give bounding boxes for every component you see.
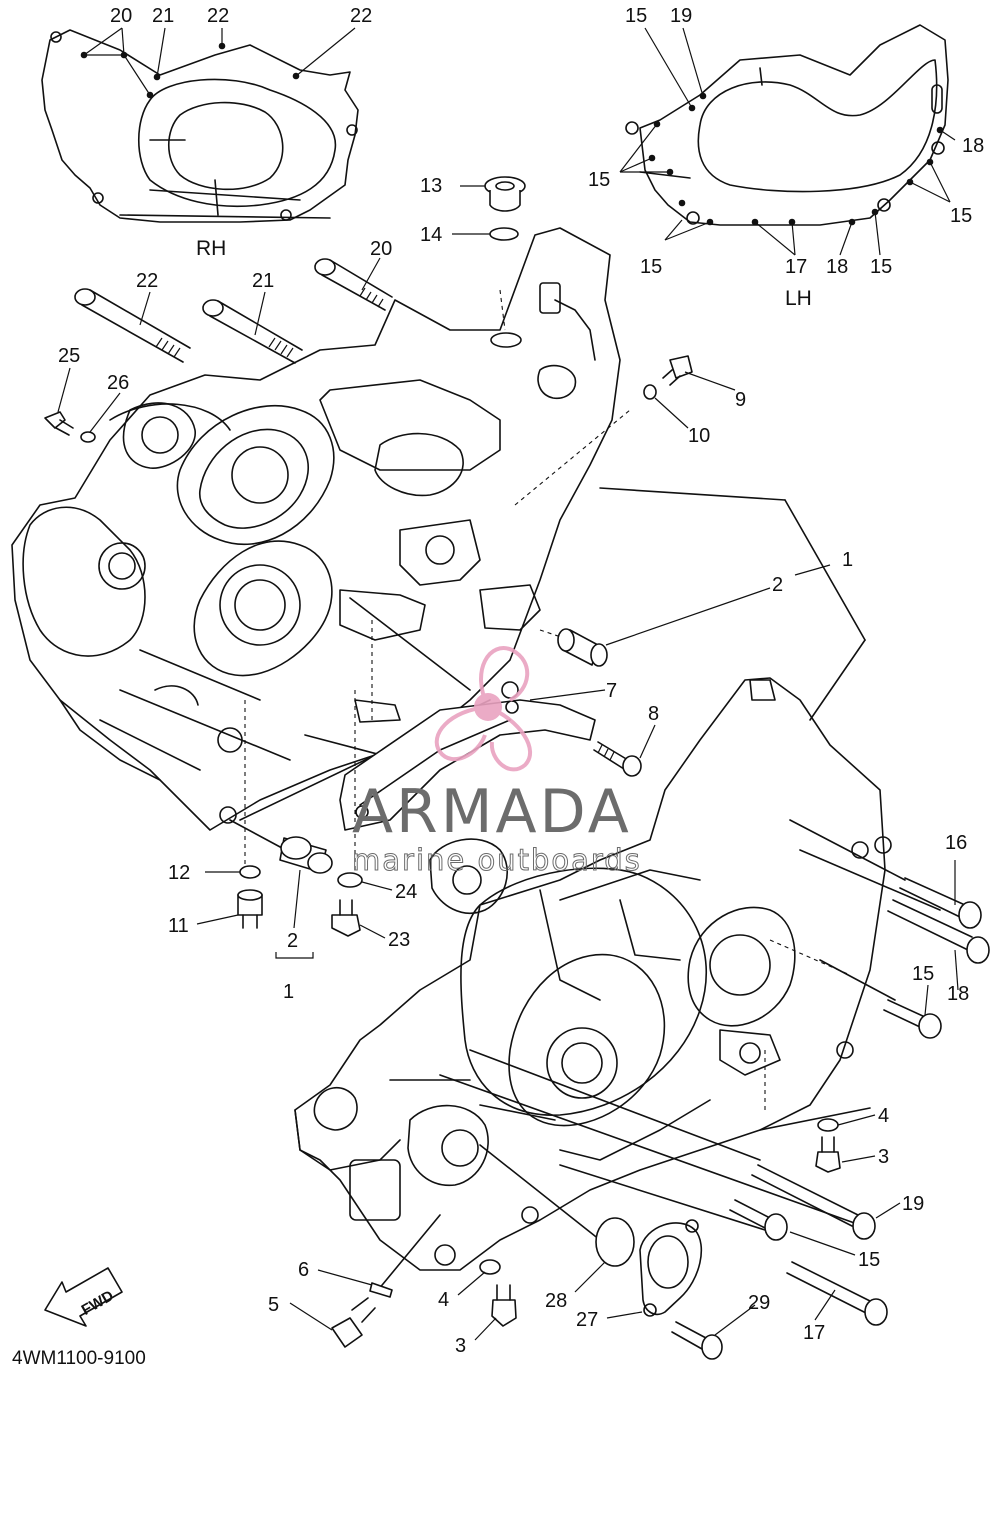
- bolt-19: [751, 1164, 876, 1240]
- watermark-subtitle: marine outboards: [352, 843, 642, 877]
- callout-18: 18: [947, 983, 969, 1005]
- callout-26: 26: [107, 372, 129, 394]
- callout-27: 27: [576, 1309, 598, 1331]
- callout-23: 23: [388, 929, 410, 951]
- fwd-arrow: FWD: [44, 1267, 123, 1327]
- lh-label: LH: [785, 287, 812, 310]
- bolt-20: [314, 258, 393, 311]
- callout-12: 12: [168, 862, 190, 884]
- callout-4-lower: 4: [438, 1289, 449, 1311]
- callout-3-right: 3: [878, 1146, 889, 1168]
- callout-1-upper: 1: [842, 549, 853, 571]
- watermark-logo-icon: [434, 646, 532, 772]
- callout-8: 8: [648, 703, 659, 725]
- bolt-8: [593, 741, 642, 777]
- washer-4-right: [817, 1118, 839, 1132]
- o-ring-14: [489, 227, 519, 241]
- callout-20: 20: [370, 238, 392, 260]
- bolt-21: [202, 299, 303, 364]
- callout-14: 14: [420, 224, 442, 246]
- watermark-title: ARMADA: [352, 777, 632, 847]
- callout-21: 21: [252, 270, 274, 292]
- callout-18-lh-b: 18: [826, 256, 848, 278]
- bolt-5: [331, 1297, 376, 1348]
- callout-24: 24: [395, 881, 417, 903]
- rh-inset: 20 21 22 22 RH: [41, 5, 372, 260]
- rh-label: RH: [196, 237, 226, 260]
- washer-26: [80, 431, 96, 443]
- bolt-25: [44, 411, 74, 436]
- callout-15-lh-e: 15: [870, 256, 892, 278]
- callout-15-lower: 15: [858, 1249, 880, 1271]
- plug-13: [484, 176, 526, 212]
- plug-seat: [490, 332, 522, 348]
- callout-25: 25: [58, 345, 80, 367]
- callout-numbers: 13 14 20 22 21 25 26 9 10 1 2 7 8 12 11 …: [58, 175, 969, 1357]
- watermark: ARMADA marine outboards: [352, 646, 642, 878]
- crankcase-left-half: [294, 677, 892, 1271]
- callout-10: 10: [688, 425, 710, 447]
- callout-16: 16: [945, 832, 967, 854]
- callout-17: 17: [803, 1322, 825, 1344]
- bolt-29: [671, 1321, 723, 1360]
- bolt-16: [899, 877, 982, 929]
- bolt-11: [237, 889, 263, 929]
- dowel-pin-2-lower: [279, 836, 333, 874]
- callout-15-lh-b: 15: [588, 169, 610, 191]
- callout-22-rh-b: 22: [350, 5, 372, 27]
- callout-20-rh: 20: [110, 5, 132, 27]
- washer-10: [643, 384, 657, 400]
- callout-6: 6: [298, 1259, 309, 1281]
- bolt-23: [331, 899, 361, 937]
- washer-24: [337, 872, 363, 888]
- o-ring-28: [595, 1217, 635, 1267]
- bolt-15-lower: [729, 1199, 788, 1241]
- callout-4-right: 4: [878, 1105, 889, 1127]
- bolt-9: [662, 355, 693, 386]
- bolt-3-right: [815, 1136, 841, 1173]
- callout-19-lh: 19: [670, 5, 692, 27]
- bolt-15-right: [883, 999, 942, 1039]
- callout-29: 29: [748, 1292, 770, 1314]
- cover-27: [639, 1219, 703, 1317]
- bolt-18: [887, 899, 990, 964]
- dowel-pin-2-upper: [557, 628, 608, 667]
- callout-13: 13: [420, 175, 442, 197]
- callout-11: 11: [168, 915, 189, 937]
- callout-15-lh-d: 15: [640, 256, 662, 278]
- callout-22: 22: [136, 270, 158, 292]
- callout-15-lh-a: 15: [625, 5, 647, 27]
- callout-15-right: 15: [912, 963, 934, 985]
- callout-leaders: [57, 185, 959, 1341]
- callout-28: 28: [545, 1290, 567, 1312]
- bolt-17: [786, 1261, 888, 1326]
- pin-6: [369, 1282, 393, 1298]
- callout-9: 9: [735, 389, 746, 411]
- lh-inset: 15 19 18 15 15 15 17 18 15 LH: [588, 5, 984, 310]
- callout-21-rh: 21: [152, 5, 174, 27]
- bolt-3-lower: [491, 1284, 517, 1327]
- callout-7: 7: [606, 680, 617, 702]
- callout-18-lh-a: 18: [962, 135, 984, 157]
- washer-4-lower: [479, 1259, 501, 1275]
- callout-2-lower: 2: [287, 930, 298, 952]
- callout-15-lh-c: 15: [950, 205, 972, 227]
- callout-22-rh-a: 22: [207, 5, 229, 27]
- crankcase-right-half: [11, 227, 621, 831]
- callout-17-lh: 17: [785, 256, 807, 278]
- assembly-lines: [229, 289, 941, 1291]
- callout-3-lower: 3: [455, 1335, 466, 1357]
- callout-1-lower: 1: [283, 981, 294, 1003]
- part-code: 4WM1100-9100: [12, 1348, 146, 1369]
- callout-19: 19: [902, 1193, 924, 1215]
- rh-leader-20: [84, 54, 151, 96]
- callout-5: 5: [268, 1294, 279, 1316]
- callout-2-upper: 2: [772, 574, 783, 596]
- washer-12: [239, 865, 261, 879]
- bolt-22: [74, 288, 191, 363]
